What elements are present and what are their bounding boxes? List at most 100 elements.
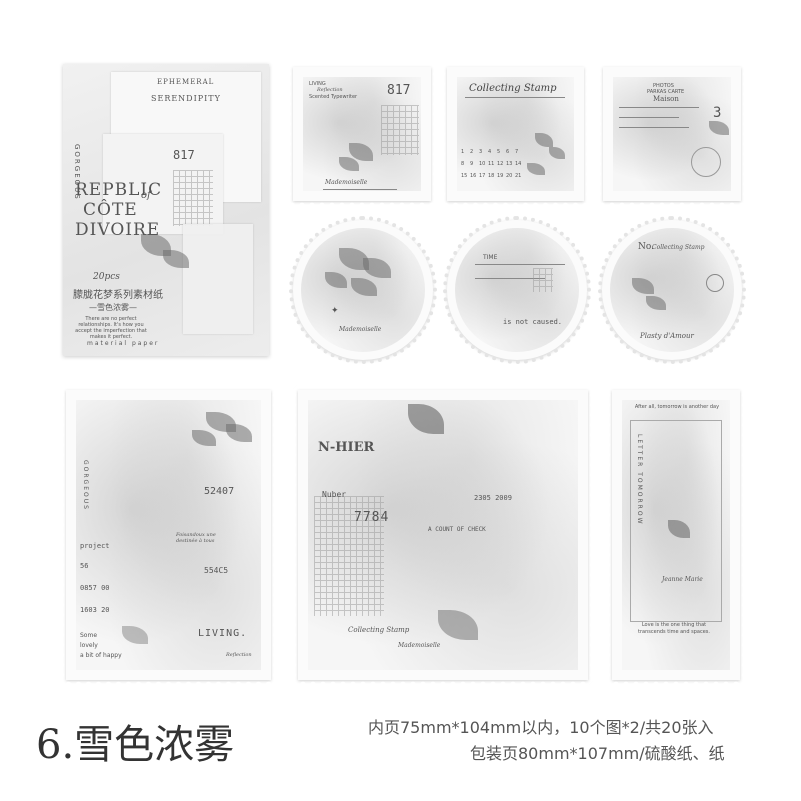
- round-time-rule-2: [475, 278, 545, 279]
- stamp-gorgeous-living: GORGEOUS 52407 Foisandoux une destinée à…: [61, 385, 276, 685]
- stamp-gorgeous-n3: 1603 20: [80, 606, 110, 614]
- stamp-calendar-flower-3: [527, 163, 545, 175]
- stamp-calendar-flower-1: [535, 133, 553, 147]
- package-name-cn: 朦胧花梦系列素材纸: [73, 290, 163, 301]
- round-collecting-flower-1: [632, 278, 654, 294]
- stamp-gorgeous-vertical: GORGEOUS: [82, 460, 89, 511]
- round-collecting-flower-2: [646, 296, 666, 310]
- stamp-gorgeous-caption-3: a bit of happy: [80, 652, 122, 659]
- round-collecting-title: Collecting Stamp: [652, 244, 705, 251]
- stamp-letter-signature: Jeanne Marie: [662, 576, 703, 583]
- stamp-nhier-date: 2305 2009: [474, 494, 512, 502]
- calendar-day: 9: [470, 161, 474, 167]
- calendar-day: 19: [497, 173, 504, 179]
- package-brand-line3: DIVOIRE: [75, 220, 161, 240]
- round-stamp-edge: [289, 216, 437, 364]
- stamp-nhier-account: A COUNT OF CHECK: [428, 526, 486, 533]
- stamp-photos-rule-1: [619, 107, 699, 108]
- round-collecting-signature: Plasty d'Amour: [640, 332, 694, 340]
- sparkle-icon: ✦: [331, 306, 339, 316]
- stamp-817-signature: Mademoiselle: [325, 179, 368, 186]
- package-layer-817: 817: [103, 134, 223, 234]
- package-subname-cn: —雪色浓雾—: [89, 303, 137, 312]
- stamp-photos-rule-3: [619, 127, 689, 128]
- stamp-photos-leaf: [709, 121, 729, 135]
- package-serendipity-text: SERENDIPITY: [151, 94, 221, 103]
- round-stamp-edge: [443, 216, 591, 364]
- round-leaf-3: [351, 278, 377, 296]
- butterfly-icon: [408, 404, 444, 434]
- butterfly-icon: [438, 610, 478, 640]
- package-brand-of: of: [141, 190, 151, 201]
- package-817-text: 817: [173, 148, 195, 162]
- calendar-day: 10: [479, 161, 486, 167]
- calendar-day: 18: [488, 173, 495, 179]
- package-leaf-2: [163, 250, 189, 268]
- stamp-nhier-7784: N-HIER Nuber 7784 2305 2009 A COUNT OF C…: [293, 385, 593, 685]
- stamp-817-grid: [381, 105, 419, 155]
- stamp-3-number: 3: [713, 105, 722, 121]
- calendar-day: 13: [506, 161, 513, 167]
- package-grid: [173, 170, 213, 226]
- calendar-day: 7: [515, 149, 519, 155]
- stamp-gorgeous-leaf-3: [192, 430, 216, 446]
- stamp-gorgeous-project: project: [80, 542, 110, 550]
- round-time-label: TIME: [483, 254, 498, 261]
- calendar-day: 11: [488, 161, 495, 167]
- stamp-living-817: LIVING Reflection Scented Typewriter 817…: [288, 62, 436, 206]
- spec-line-2: 包装页80mm*107mm/硫酸纸、纸: [470, 744, 725, 763]
- stamp-817-rule: [323, 189, 397, 190]
- stamp-gorgeous-leaf-2: [226, 424, 252, 442]
- package-count: 20pcs: [93, 272, 120, 282]
- stamp-typewriter-label: Scented Typewriter: [309, 94, 358, 100]
- stamp-collecting-title: Collecting Stamp: [469, 83, 557, 94]
- stamp-nhier-number: 7784: [354, 510, 390, 525]
- stamp-gorgeous-number: 52407: [204, 486, 235, 497]
- calendar-day: 12: [497, 161, 504, 167]
- stamp-817-number: 817: [387, 83, 411, 98]
- package-ephemeral-text: EPHEMERAL: [157, 78, 215, 86]
- calendar-day: 17: [479, 173, 486, 179]
- round-stamp-edge: [598, 216, 746, 364]
- stamp-gorgeous-n1: 56: [80, 562, 89, 570]
- product-title: 6.雪色浓雾: [36, 722, 235, 768]
- stamp-letter-quote: Love is the one thing that transcends ti…: [638, 622, 710, 635]
- stamp-gorgeous-n2: 0857 00: [80, 584, 110, 592]
- spec-line-1: 内页75mm*104mm以内，10个图*2/共20张入: [368, 718, 714, 737]
- round-leaf-1: [339, 248, 369, 270]
- stamp-letter-top: After all, tomorrow is another day: [634, 404, 720, 410]
- butterfly-icon: [122, 626, 148, 644]
- package-brand-line1: REPBLIC: [75, 180, 163, 200]
- stamp-reflection-label: Reflection: [317, 87, 343, 93]
- round-leaf-4: [325, 272, 347, 288]
- round-stamp-time: TIME is not caused.: [443, 216, 591, 364]
- package-layer-side: [183, 224, 253, 334]
- stamp-photos-rule-2: [619, 117, 679, 118]
- round-collecting-number: No.: [638, 242, 654, 252]
- round-stamp-leaves: Mademoiselle ✦: [289, 216, 437, 364]
- stamp-gorgeous-caption-1: Some: [80, 632, 98, 639]
- postmark: [691, 147, 721, 177]
- stamp-calendar-flower-2: [549, 147, 565, 159]
- package-vertical-text: GORGEOUS: [73, 144, 81, 201]
- calendar-day: 2: [470, 149, 474, 155]
- calendar-day: 20: [506, 173, 513, 179]
- calendar-day: 6: [506, 149, 510, 155]
- stamp-gorgeous-small: Reflection: [226, 652, 252, 658]
- stamp-nhier-label: Nuber: [322, 490, 347, 499]
- package-tagline: There are no perfect relationships. It's…: [75, 316, 147, 340]
- package-material: material paper: [87, 340, 160, 347]
- calendar-day: 4: [488, 149, 492, 155]
- calendar-day: 3: [479, 149, 483, 155]
- stamp-gorgeous-code: 554C5: [204, 566, 229, 575]
- calendar-day: 16: [470, 173, 477, 179]
- stamp-letter-tomorrow: After all, tomorrow is another day LETTE…: [607, 385, 745, 685]
- round-leaf-2: [363, 258, 391, 278]
- package-brand-line2: CÔTE: [83, 200, 138, 220]
- stamp-maison-label: Maison: [653, 95, 679, 103]
- calendar-day: 14: [515, 161, 522, 167]
- round-stamp-collecting: No. Collecting Stamp Plasty d'Amour: [598, 216, 746, 364]
- calendar-day: 5: [497, 149, 501, 155]
